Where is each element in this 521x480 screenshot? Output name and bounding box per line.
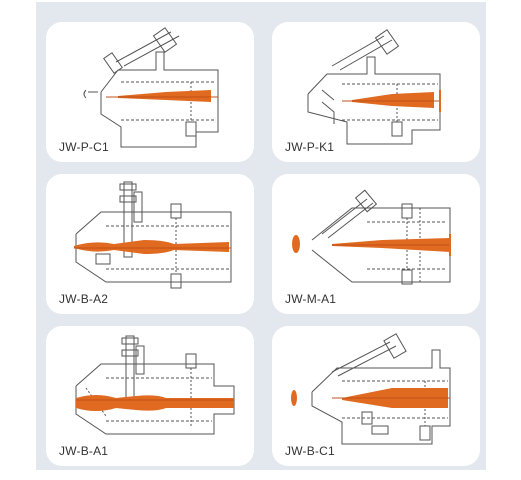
nozzle-diagram-icon xyxy=(83,27,219,148)
product-card-jw-b-a1[interactable]: JW-B-A1 xyxy=(46,326,254,466)
nozzle-diagram-icon xyxy=(307,29,441,145)
nozzle-diagram-icon xyxy=(291,333,451,445)
product-label: JW-P-K1 xyxy=(285,140,335,154)
nozzle-diagram-icon xyxy=(292,189,451,285)
product-card-jw-p-k1[interactable]: JW-P-K1 xyxy=(272,22,480,162)
product-label: JW-B-C1 xyxy=(285,444,335,458)
product-grid: JW-P-C1 JW-P-K1 xyxy=(36,2,486,470)
product-label: JW-P-C1 xyxy=(59,140,109,154)
product-card-jw-m-a1[interactable]: JW-M-A1 xyxy=(272,174,480,314)
nozzle-diagram-icon xyxy=(75,335,235,435)
product-card-jw-b-c1[interactable]: JW-B-C1 xyxy=(272,326,480,466)
product-card-jw-p-c1[interactable]: JW-P-C1 xyxy=(46,22,254,162)
product-card-jw-b-a2[interactable]: JW-B-A2 xyxy=(46,174,254,314)
nozzle-diagram-icon xyxy=(74,181,232,289)
product-label: JW-B-A2 xyxy=(59,292,109,306)
product-label: JW-B-A1 xyxy=(59,444,109,458)
product-label: JW-M-A1 xyxy=(285,292,337,306)
